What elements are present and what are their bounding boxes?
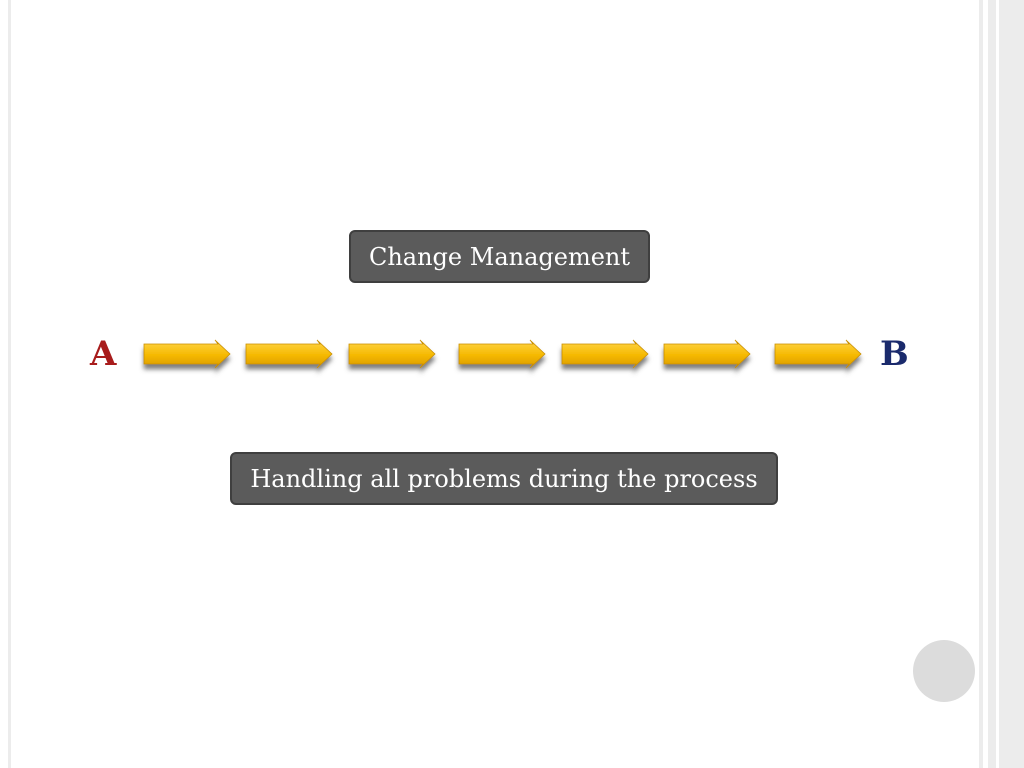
process-arrow	[348, 339, 436, 369]
slide-frame-left	[8, 0, 11, 768]
process-problems-box: Handling all problems during the process	[230, 452, 778, 505]
slide-frame-right-outer	[999, 0, 1024, 768]
end-point-label: B	[880, 334, 909, 374]
process-arrow	[774, 339, 862, 369]
process-arrow	[245, 339, 333, 369]
change-management-label: Change Management	[368, 242, 631, 271]
start-point-label: A	[90, 334, 117, 374]
change-management-box: Change Management	[349, 230, 650, 283]
slide-frame-right-inner	[988, 0, 996, 768]
process-problems-label: Handling all problems during the process	[250, 464, 758, 493]
process-arrow	[143, 339, 231, 369]
slide-frame-right	[979, 0, 983, 768]
process-arrow	[663, 339, 751, 369]
process-arrow	[561, 339, 649, 369]
process-arrow	[458, 339, 546, 369]
decorative-circle	[913, 640, 975, 702]
